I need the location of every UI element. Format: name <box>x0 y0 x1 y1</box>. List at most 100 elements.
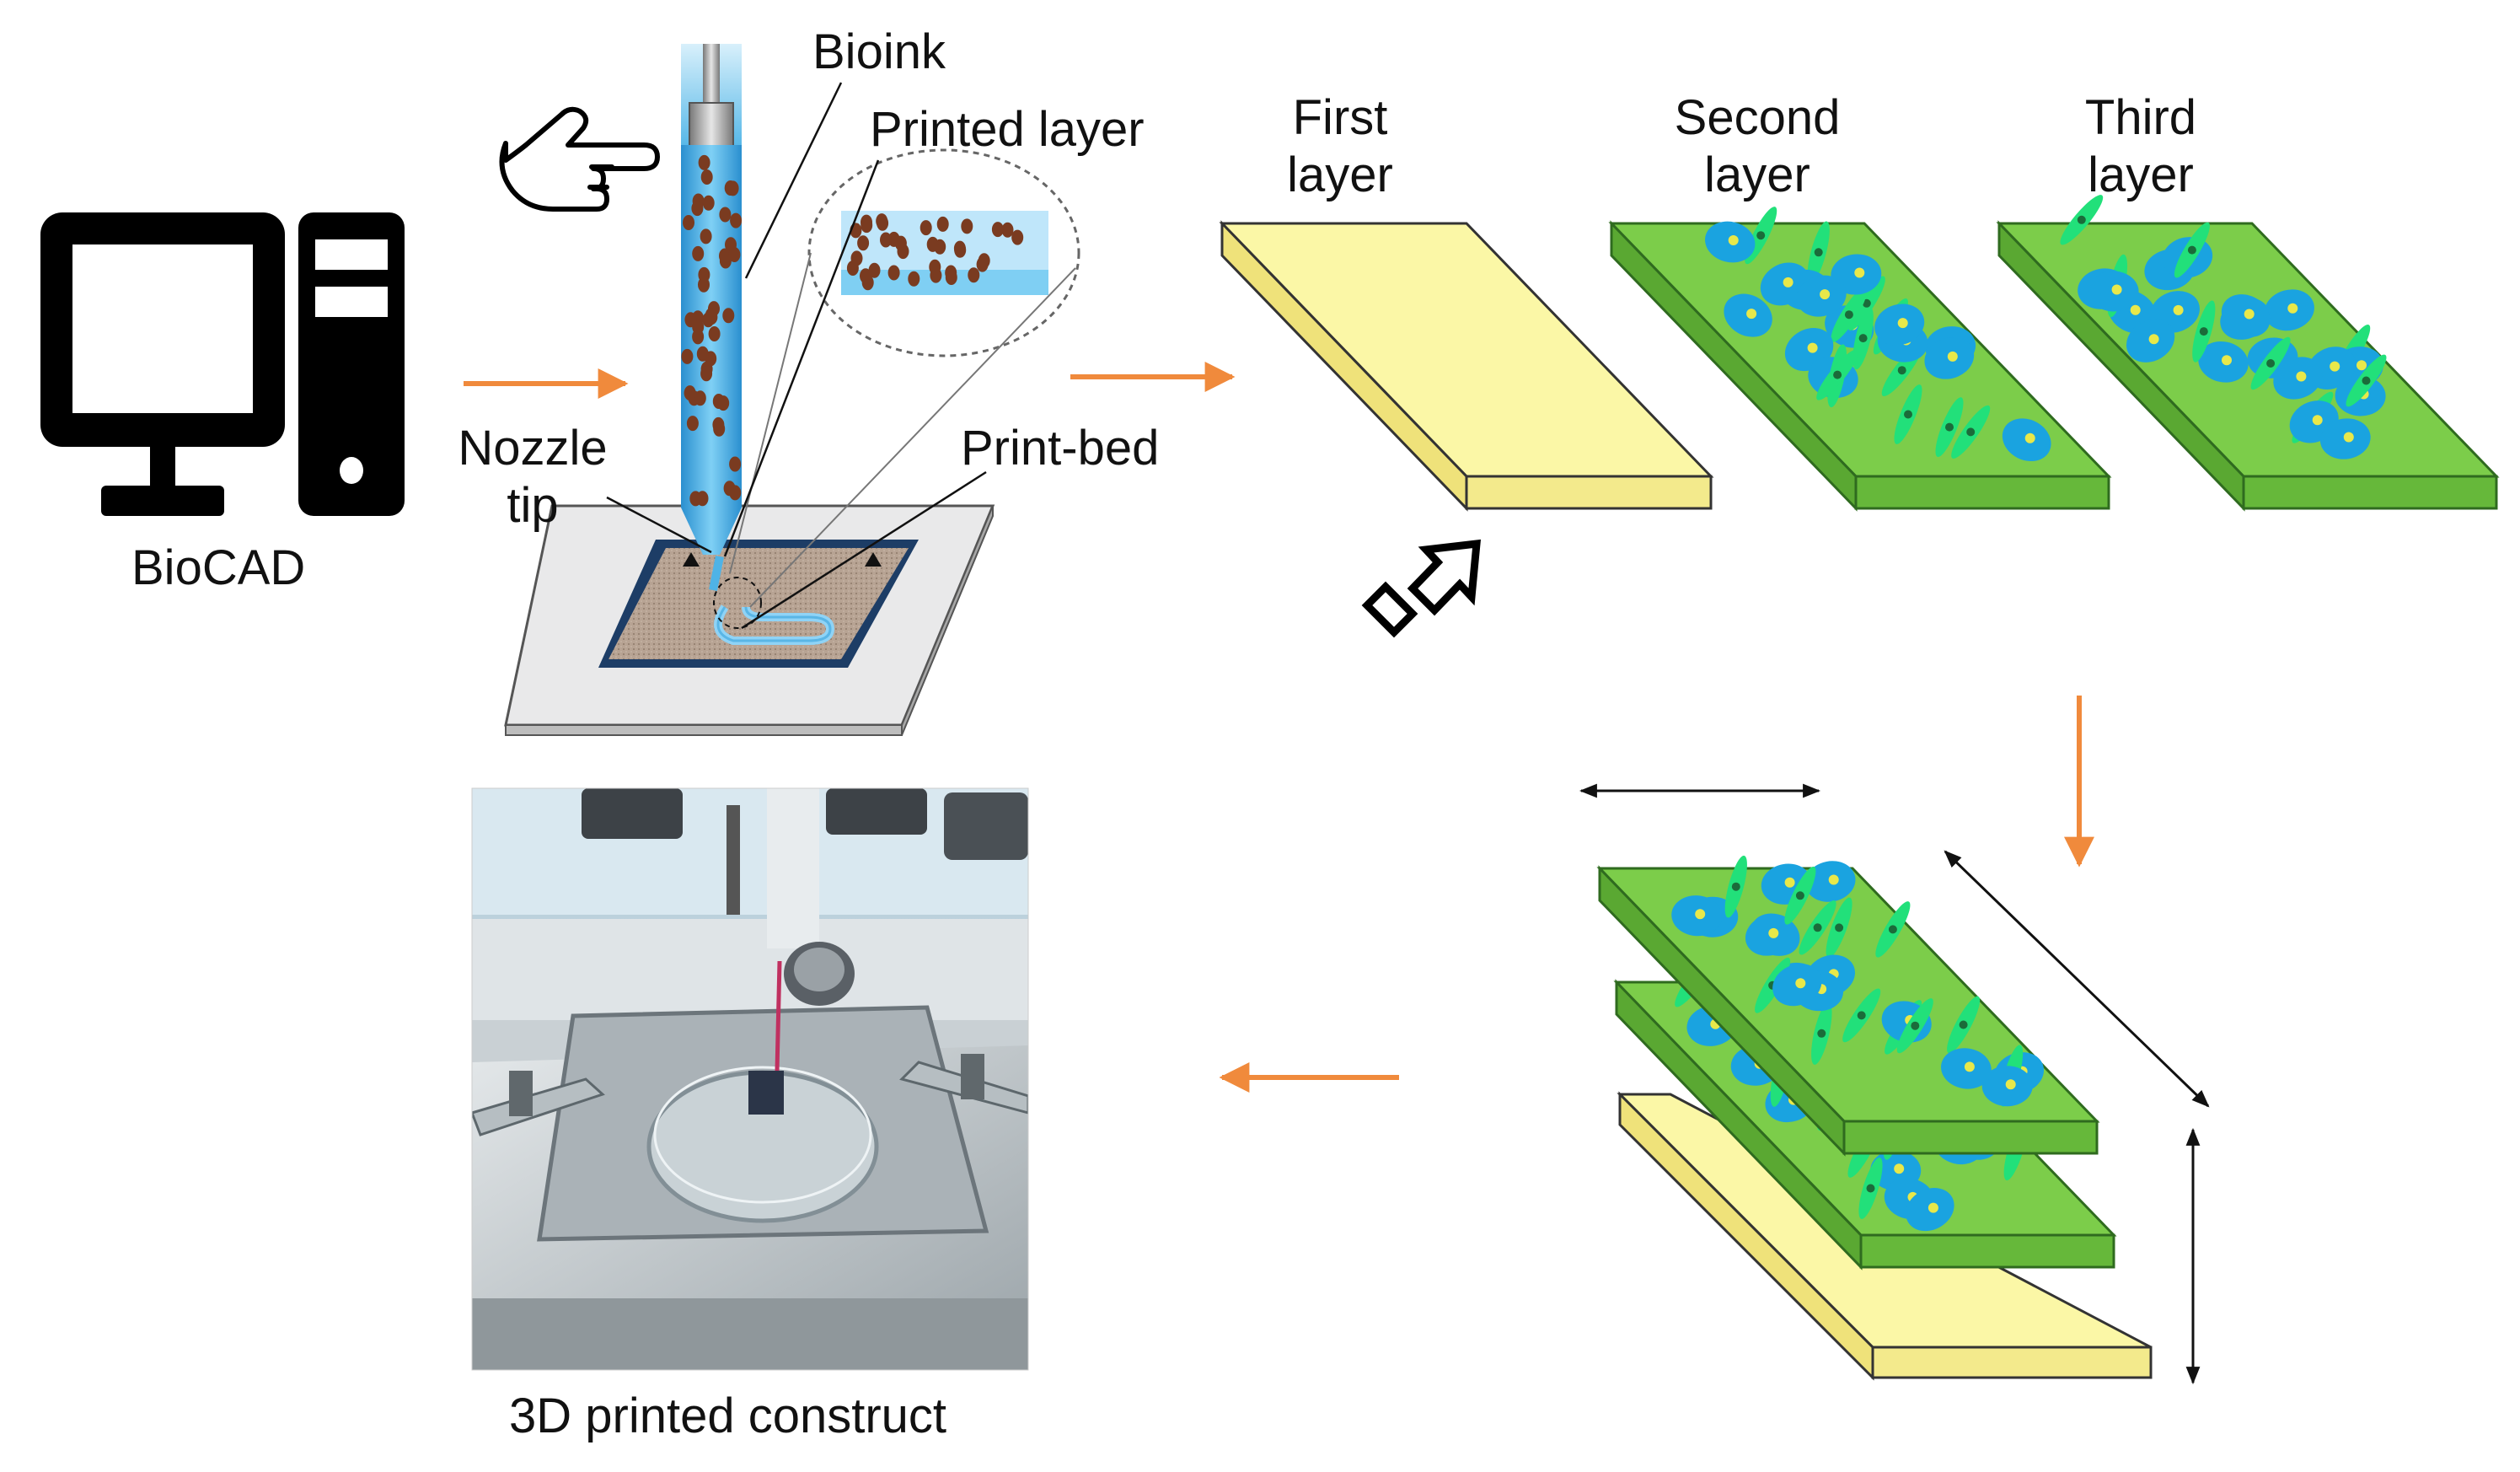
cell-nucleus <box>2187 245 2196 255</box>
cell-nucleus <box>2244 309 2255 320</box>
droplet <box>945 270 957 285</box>
stacked-construct <box>1596 855 2153 1381</box>
nozzle-label-line1: Nozzle <box>458 421 608 475</box>
bioink-label: Bioink <box>812 24 946 79</box>
cell-nucleus <box>1888 925 1897 934</box>
droplet <box>694 390 706 406</box>
cell-nucleus <box>1854 267 1865 278</box>
droplet <box>692 245 705 261</box>
first-layer-slab <box>1219 220 1714 512</box>
droplet <box>894 235 907 251</box>
cell-nucleus <box>2111 284 2122 295</box>
droplet <box>696 346 709 362</box>
cell-nucleus <box>1911 1021 1920 1030</box>
pointing-hand-icon <box>499 106 660 212</box>
cell-nucleus <box>1728 235 1739 245</box>
cell-nucleus <box>1964 1061 1975 1072</box>
droplet <box>860 268 871 284</box>
layer-front <box>1854 475 2110 510</box>
print-bed-label: Print-bed <box>961 421 1160 475</box>
cell-nucleus <box>2222 355 2232 366</box>
cell-nucleus <box>1814 248 1823 257</box>
biocad-label: BioCAD <box>131 540 306 595</box>
droplet <box>850 250 863 266</box>
cell-nucleus <box>2148 334 2159 345</box>
droplet <box>857 235 870 251</box>
cell-nucleus <box>2296 371 2307 382</box>
cell-nucleus <box>1858 334 1868 343</box>
droplet <box>729 456 742 472</box>
cell-nucleus <box>1928 1202 1938 1213</box>
cell-nucleus <box>2266 359 2276 368</box>
droplet <box>728 247 741 262</box>
cell-nucleus <box>2343 432 2354 443</box>
cell-nucleus <box>1783 277 1793 287</box>
length-dimension-arrow <box>1944 850 2210 1108</box>
droplet <box>968 267 980 283</box>
droplet <box>700 366 713 382</box>
cell-nucleus <box>1966 427 1976 437</box>
cell-nucleus <box>2130 304 2141 315</box>
droplet <box>961 218 973 234</box>
droplet <box>868 262 881 278</box>
cell-nucleus <box>2356 360 2367 371</box>
droplet <box>887 265 900 281</box>
cell-nucleus <box>2362 376 2371 385</box>
layer-front <box>1842 1120 2099 1155</box>
droplet <box>683 215 694 230</box>
cell-nucleus <box>1695 909 1706 920</box>
droplet <box>684 312 697 328</box>
droplet <box>719 207 732 223</box>
cell-nucleus <box>1959 1020 1968 1029</box>
droplet <box>702 195 715 211</box>
cell-nucleus <box>1897 366 1906 375</box>
cell-nucleus <box>1866 1184 1875 1193</box>
cell-nucleus <box>1817 1029 1826 1038</box>
cell-nucleus <box>1844 310 1853 320</box>
cell-nucleus <box>1784 877 1795 888</box>
droplet <box>936 216 949 232</box>
droplet <box>978 253 990 269</box>
cell-nucleus <box>1835 923 1844 932</box>
droplet <box>723 481 736 497</box>
second-layer-label: Second layer <box>1652 89 1863 204</box>
droplet <box>681 348 694 364</box>
bioink-pointer-line <box>744 82 843 279</box>
computer-tower-icon <box>298 212 405 516</box>
droplet <box>700 228 712 244</box>
bioprinter-nozzle <box>681 44 743 591</box>
printed-layer-pointer-line <box>723 159 880 557</box>
cell-nucleus <box>2024 432 2035 443</box>
cell-nucleus <box>1813 923 1822 932</box>
droplet <box>686 416 699 432</box>
cell-nucleus <box>1756 231 1766 240</box>
cell-nucleus <box>1731 882 1740 891</box>
cell-nucleus <box>1947 351 1958 362</box>
droplet <box>920 220 932 236</box>
third-layer-line1: Third <box>2084 90 2197 145</box>
nozzle-tip-label: Nozzle tip <box>442 420 624 535</box>
construct-photo <box>472 788 1028 1370</box>
layer-front <box>2242 475 2498 510</box>
cell-nucleus <box>1768 927 1779 938</box>
cell-nucleus <box>1833 370 1842 379</box>
droplet <box>730 212 743 228</box>
droplet <box>702 312 715 328</box>
cell-nucleus <box>1857 1011 1866 1020</box>
cell-nucleus <box>2077 215 2086 224</box>
nozzle-tip-pointer-line <box>606 496 712 554</box>
droplet <box>929 259 941 275</box>
second-layer-line2: layer <box>1704 148 1810 202</box>
cell-nucleus <box>1862 298 1871 308</box>
droplet <box>691 201 704 217</box>
cell-nucleus <box>2287 303 2298 314</box>
first-layer-line2: layer <box>1287 148 1393 202</box>
droplet <box>991 222 1004 238</box>
droplet <box>926 236 939 252</box>
printed-layer-label: Printed layer <box>870 102 1145 157</box>
droplet <box>727 180 739 196</box>
yellow-layer-front <box>1871 1346 2153 1379</box>
droplet <box>719 248 731 264</box>
third-layer-line2: layer <box>2088 148 2194 202</box>
